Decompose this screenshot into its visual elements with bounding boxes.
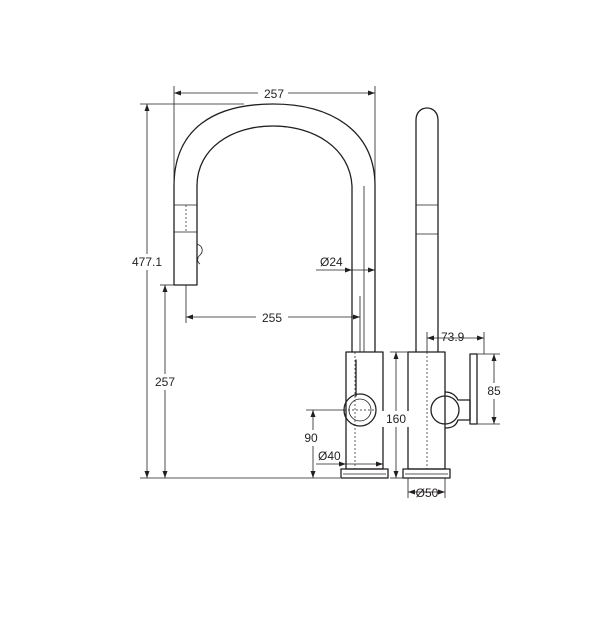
dim-outlet-height-label: 257 [155, 375, 175, 389]
dim-body-diameter-label: Ø50 [416, 486, 439, 500]
side-handle-lever [469, 353, 478, 425]
dim-lever-height-label: 85 [487, 384, 501, 398]
side-base-flange [402, 468, 451, 479]
dim-spout-reach-label: 255 [262, 311, 282, 325]
side-view [402, 107, 478, 479]
dim-handle-offset-label: 73.9 [441, 330, 465, 344]
dimension-lines: 257 477.1 257 255 Ø24 90 [129, 86, 505, 500]
dim-base-diameter-label: Ø40 [318, 449, 341, 463]
dim-overall-height-label: 477.1 [132, 255, 162, 269]
base-flange [340, 468, 389, 479]
spout-outer-outline [173, 103, 376, 353]
side-body-outline [407, 351, 446, 470]
dim-handle-height-label: 90 [304, 431, 318, 445]
front-view [173, 103, 389, 479]
side-handle-outline [444, 391, 471, 429]
dim-body-height-label: 160 [386, 412, 406, 426]
spray-head-outline [173, 185, 198, 286]
body-outline [345, 351, 384, 470]
spout-inner-outline [196, 125, 353, 353]
side-handle-hub [430, 395, 460, 425]
side-spout-outline [415, 107, 439, 353]
dim-hose-diameter-label: Ø24 [320, 255, 343, 269]
dim-overall-width-label: 257 [264, 87, 284, 101]
spray-head-button [196, 243, 203, 265]
